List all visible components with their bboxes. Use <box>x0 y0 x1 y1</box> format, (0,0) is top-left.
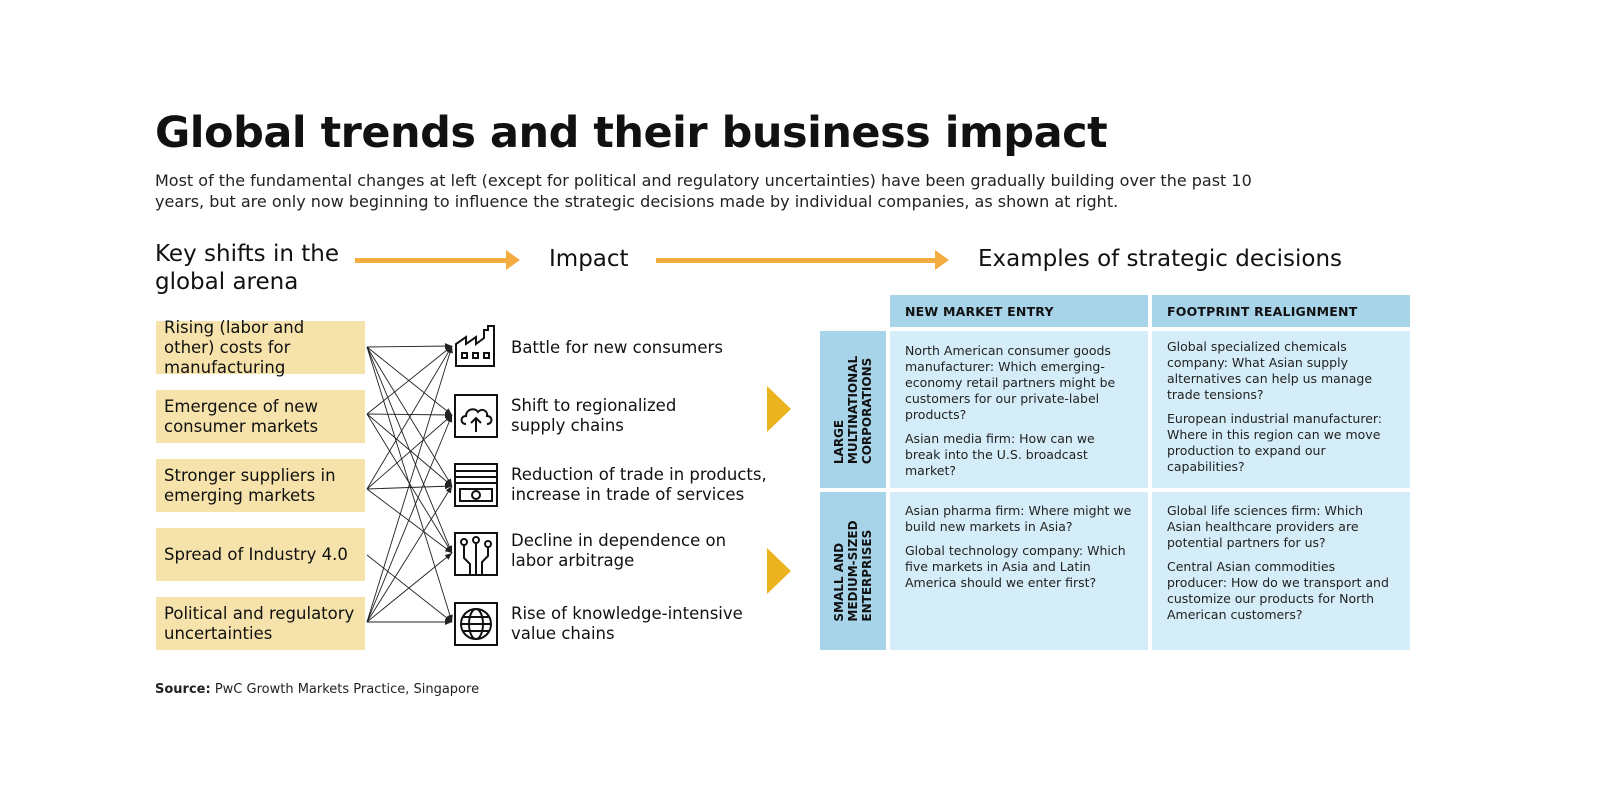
source-label: Source: <box>155 682 211 697</box>
row-arrow-large <box>767 386 791 432</box>
example-text: Asian pharma firm: Where might we build … <box>905 503 1132 534</box>
impact-label: Reduction of trade in products, increase… <box>511 465 767 504</box>
shift-label: Stronger suppliers in emerging markets <box>164 465 336 505</box>
connector-arrow <box>366 414 453 490</box>
header-arrow-2-head <box>935 250 949 270</box>
grid-header-footprint-realignment: FOOTPRINT REALIGNMENT <box>1152 295 1410 327</box>
shift-label: Political and regulatory uncertainties <box>164 603 355 643</box>
shift-box: Rising (labor and other) costs for manuf… <box>156 318 365 377</box>
connector-arrow <box>366 554 453 623</box>
header-arrow-1-head <box>506 250 520 270</box>
connector-arrow <box>366 343 453 350</box>
example-text: Global life sciences firm: Which Asian h… <box>1167 503 1364 550</box>
example-text: Asian media firm: How can we break into … <box>905 431 1095 478</box>
row-header-text: LARGE MULTINATIONAL CORPORATIONS <box>832 355 874 464</box>
example-text: Central Asian commodities producer: How … <box>1167 559 1389 622</box>
column-header-shifts-text: Key shifts in the global arena <box>155 241 339 295</box>
shift-label: Rising (labor and other) costs for manuf… <box>164 317 305 377</box>
column-header-examples: Examples of strategic decisions <box>978 246 1343 272</box>
connector-arrow <box>366 552 453 623</box>
shift-label: Emergence of new consumer markets <box>164 396 319 436</box>
circuit-icon <box>454 532 498 576</box>
connector-arrow <box>366 414 453 623</box>
source-text: PwC Growth Markets Practice, Singapore <box>214 682 480 697</box>
shift-label: Spread of Industry 4.0 <box>164 544 348 564</box>
cash-register-icon <box>454 463 498 507</box>
example-text: Global technology company: Which five ma… <box>905 543 1126 590</box>
grid-cell-sme-footprint: Global life sciences firm: Which Asian h… <box>1152 492 1410 650</box>
example-text: European industrial manufacturer: Where … <box>1167 411 1383 474</box>
grid-cell-sme-new-market: Asian pharma firm: Where might we build … <box>890 492 1148 650</box>
connector-arrow <box>366 413 453 487</box>
connector-arrow <box>366 345 453 623</box>
grid-cell-large-footprint: Global specialized chemicals company: Wh… <box>1152 331 1410 488</box>
connector-arrow <box>366 346 453 487</box>
page-subtitle: Most of the fundamental changes at left … <box>155 171 1252 211</box>
row-header-large-corporations: LARGE MULTINATIONAL CORPORATIONS <box>820 331 886 488</box>
impact-label: Shift to regionalized supply chains <box>511 396 677 435</box>
source-note: Source: PwC Growth Markets Practice, Sin… <box>155 682 479 697</box>
connector-arrow <box>366 488 453 554</box>
example-text: North American consumer goods manufactur… <box>905 343 1116 422</box>
factory-icon <box>455 325 495 367</box>
grid-header-new-market-entry: NEW MARKET ENTRY <box>890 295 1148 327</box>
row-arrow-small <box>767 548 791 594</box>
connector-arrow <box>366 485 453 623</box>
grid-cell-large-new-market: North American consumer goods manufactur… <box>890 331 1148 488</box>
impact-label: Decline in dependence on labor arbitrage <box>511 531 727 570</box>
row-header-text: SMALL AND MEDIUM-SIZED ENTERPRISES <box>832 520 874 622</box>
impact-label: Rise of knowledge-intensive value chains <box>511 604 743 643</box>
column-header-shifts: Key shifts in the global arena <box>155 240 355 296</box>
header-arrow-1-line <box>355 258 507 263</box>
row-header-sme: SMALL AND MEDIUM-SIZED ENTERPRISES <box>820 492 886 650</box>
grid-header-text: NEW MARKET ENTRY <box>905 303 1054 319</box>
connector-arrow <box>366 345 453 415</box>
connector-arrow <box>366 483 453 490</box>
connector-arrow <box>366 411 453 418</box>
page-title: Global trends and their business impact <box>155 108 1108 158</box>
shift-box: Political and regulatory uncertainties <box>156 597 365 650</box>
globe-icon <box>454 602 498 646</box>
shift-box: Emergence of new consumer markets <box>156 390 365 443</box>
shift-box: Stronger suppliers in emerging markets <box>156 459 365 512</box>
grid-header-text: FOOTPRINT REALIGNMENT <box>1167 303 1358 319</box>
cloud-upload-icon <box>454 394 498 438</box>
example-text: Global specialized chemicals company: Wh… <box>1167 339 1373 402</box>
header-arrow-2-line <box>656 258 936 263</box>
connector-arrow <box>366 345 453 490</box>
column-header-impact: Impact <box>549 246 629 272</box>
impact-label: Battle for new consumers <box>511 338 723 357</box>
shift-box: Spread of Industry 4.0 <box>156 528 365 581</box>
connector-arrow <box>366 346 453 416</box>
